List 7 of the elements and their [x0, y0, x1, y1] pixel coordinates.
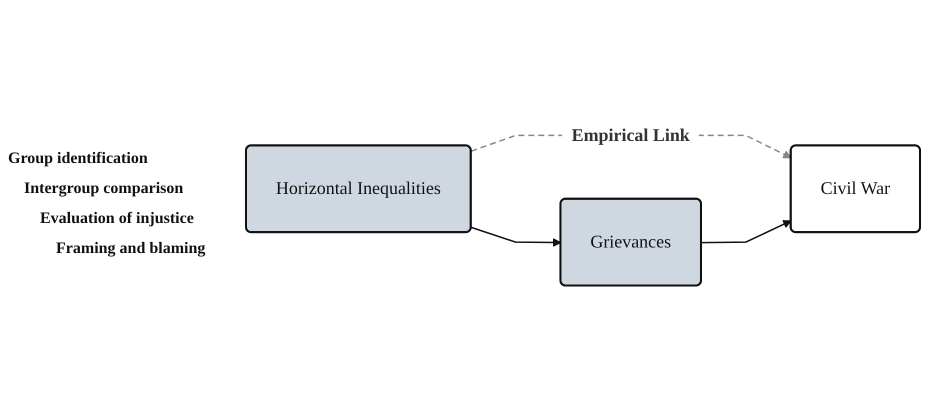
mechanism-label: Evaluation of injustice [40, 210, 195, 228]
mechanism-label: Framing and blaming [56, 240, 206, 258]
arrow [471, 226, 562, 248]
mechanism-label: Group identification [8, 150, 149, 168]
mechanism-label: Intergroup comparison [24, 180, 184, 198]
edge-label: Empirical Link [572, 125, 690, 146]
arrow [701, 220, 792, 244]
